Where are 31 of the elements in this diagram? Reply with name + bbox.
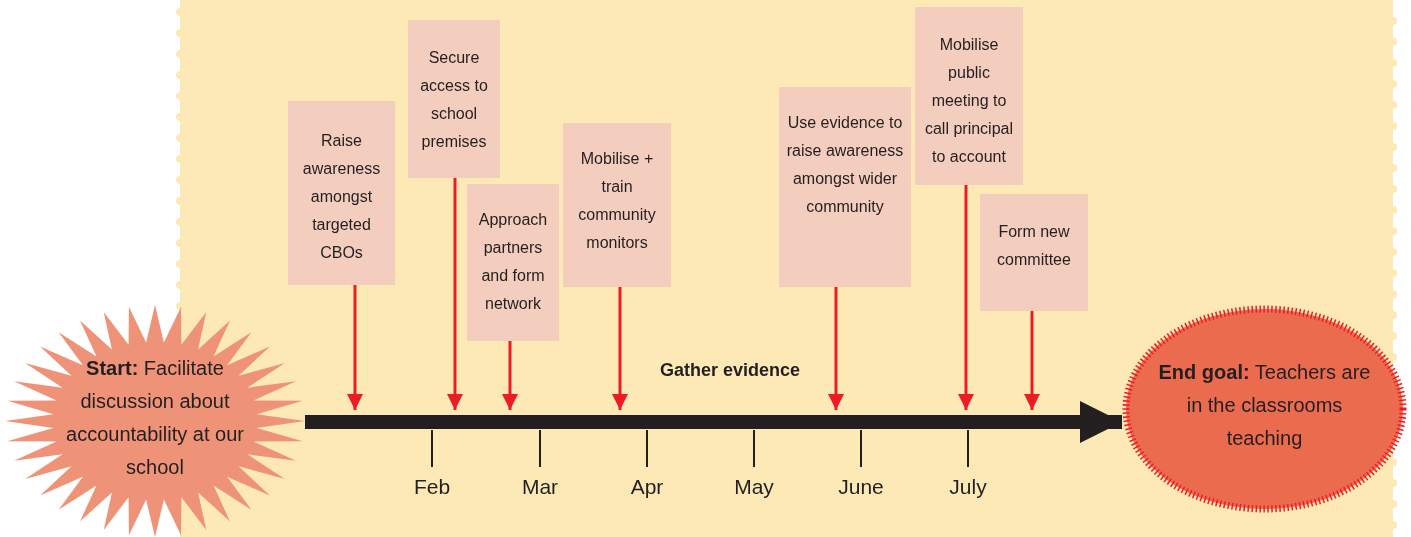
activity-text: Form new committee [996, 222, 1072, 270]
activity-text: Mobilise public meeting to call principal to account [923, 35, 1014, 167]
month-label: Mar [521, 475, 559, 499]
month-label: Feb [413, 475, 451, 499]
arrow [612, 287, 628, 410]
activity-text: Approach partners and form network [477, 210, 549, 314]
arrow [447, 178, 463, 410]
activity-box [288, 101, 395, 285]
arrow [958, 185, 974, 410]
activity-box [980, 194, 1088, 311]
activity-box [467, 184, 559, 341]
arrow [502, 341, 518, 410]
activity-box [779, 87, 911, 287]
activity-box [408, 20, 500, 178]
activity-text: Secure access to school premises [419, 48, 489, 152]
goal-text: End goal: Teachers are in the classrooms teaching [1157, 359, 1372, 451]
activity-box [915, 7, 1023, 185]
phase-label: Gather evidence [659, 360, 801, 381]
month-label: June [838, 475, 884, 499]
arrow [347, 285, 363, 410]
activity-text: Mobilise + train community monitors [577, 149, 657, 253]
timeline-arrow [305, 401, 1122, 443]
activity-text: Raise awareness amongst targeted CBOs [301, 131, 382, 263]
month-label: May [734, 475, 774, 499]
activity-box [563, 123, 671, 287]
arrow [1024, 311, 1040, 410]
start-text: Start: Facilitate discussion about accountability at our school [65, 356, 245, 480]
month-label: July [949, 475, 987, 499]
month-label: Apr [630, 475, 664, 499]
arrow [828, 287, 844, 410]
activity-text: Use evidence to raise awareness amongst wider community [785, 113, 905, 217]
